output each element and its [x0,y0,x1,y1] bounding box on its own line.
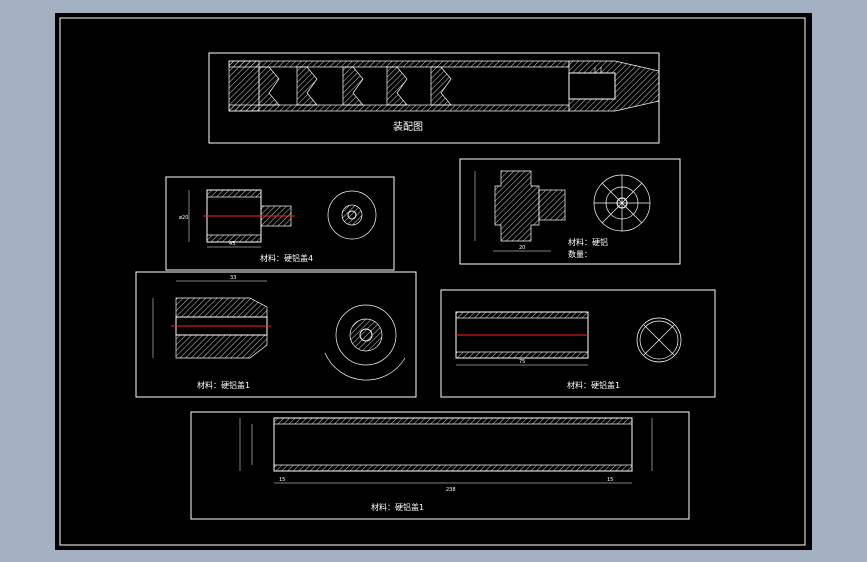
part5-dim-right: 15 [607,477,613,483]
part5-dim-left: 15 [279,477,285,483]
part1-top-wall [206,189,262,198]
part5-tube [273,417,633,472]
part5-frame [190,411,690,520]
drawing-sheet: 装配图 45 ø20 材料：硬铝盖4 20 材料：硬铝 数量： [59,17,806,546]
part3-dim-length: 33 [230,275,236,281]
part1-material: 材料：硬铝盖4 [260,253,313,263]
assembly-stage-1 [258,66,280,106]
assembly-top-wall [228,60,570,68]
part2-quantity: 数量： [568,249,592,259]
part1-end-circle-outer [327,190,377,240]
part5-bottom-wall [273,464,633,472]
part5-view[interactable]: 238 15 15 材料：硬铝盖1 [190,411,690,520]
assembly-stage-4 [386,66,408,106]
part4-top-wall [455,311,589,319]
part2-material: 材料：硬铝 [568,237,608,247]
assembly-stage-5 [430,66,452,106]
part3-end-circle-outer [335,304,397,366]
part4-view[interactable]: 75 材料：硬铝盖1 [440,289,716,398]
part1-frame [165,176,395,271]
part2-frame [459,158,681,265]
assembly-bottom-wall [228,104,570,112]
cad-viewport[interactable]: 装配图 45 ø20 材料：硬铝盖4 20 材料：硬铝 数量： [55,13,812,550]
part3-lower [175,334,268,359]
assembly-left-cap [228,60,260,112]
part2-spigot [538,189,566,221]
part5-dim-length: 238 [446,487,456,493]
sheet-border [59,17,806,546]
part4-bottom-wall [455,351,589,359]
assembly-nose [568,60,660,112]
part3-frame [135,271,417,398]
part4-end-circle-inner [639,320,679,360]
assembly-title: 装配图 [393,120,423,133]
part1-end-circle-inner [347,210,357,220]
part1-dim-diameter: ø20 [179,215,188,221]
part3-material: 材料：硬铝盖1 [197,380,250,390]
assembly-stage-3 [342,66,364,106]
part4-end-circle-outer [636,317,682,363]
assembly-stage-2 [296,66,318,106]
part1-end-circle-hatch [341,204,363,226]
part3-end-circle-hatch [349,318,383,352]
part5-material: 材料：硬铝盖1 [371,502,424,512]
part1-dim-length: 45 [229,241,235,247]
assembly-view[interactable]: 装配图 [208,52,660,144]
part3-upper [175,297,268,318]
part3-end-circle-inner [359,328,373,342]
part4-frame [440,289,716,398]
part5-top-wall [273,417,633,425]
part2-dim-length: 20 [519,245,525,251]
part4-dim-length: 75 [519,359,525,365]
part3-view[interactable]: 33 材料：硬铝盖1 [135,271,417,398]
part1-view[interactable]: 45 ø20 材料：硬铝盖4 [165,176,395,271]
part4-material: 材料：硬铝盖1 [567,380,620,390]
assembly-nose-bore [568,72,616,100]
part2-view[interactable]: 20 材料：硬铝 数量： [459,158,681,265]
part2-body [494,170,540,242]
